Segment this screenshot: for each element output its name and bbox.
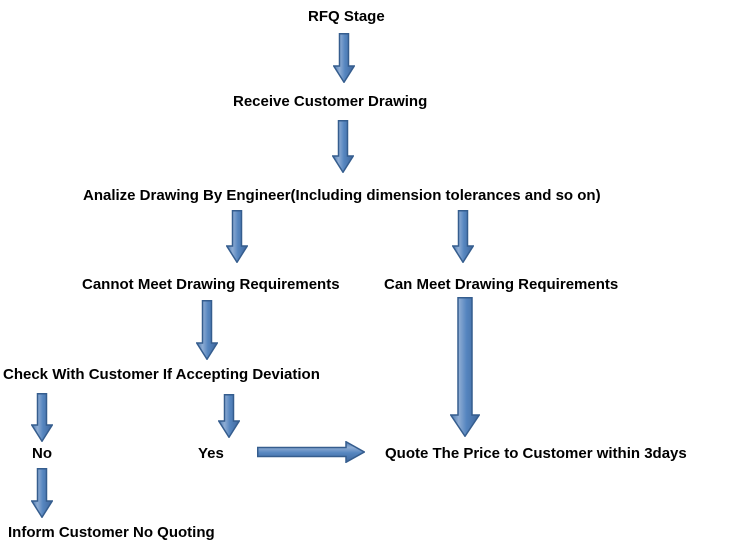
node-cannot-meet-requirements: Cannot Meet Drawing Requirements xyxy=(82,276,340,293)
connector-can-meet-to-quote xyxy=(450,297,480,437)
node-quote-price-within-3days: Quote The Price to Customer within 3days xyxy=(385,445,687,462)
connector-analyze-to-can-meet xyxy=(452,210,474,263)
connector-receive-to-analyze xyxy=(332,120,354,173)
down-arrow-icon xyxy=(452,210,474,263)
down-arrow-icon xyxy=(450,297,480,437)
connector-analyze-to-cannot-meet xyxy=(226,210,248,263)
down-arrow-icon xyxy=(333,33,355,83)
node-rfq-stage: RFQ Stage xyxy=(308,8,385,25)
node-inform-customer-no-quoting: Inform Customer No Quoting xyxy=(8,524,215,541)
connector-yes-to-quote xyxy=(257,441,365,463)
connector-cannot-meet-to-check xyxy=(196,300,218,360)
node-no: No xyxy=(32,445,52,462)
connector-no-to-inform xyxy=(31,468,53,518)
down-arrow-icon xyxy=(332,120,354,173)
node-receive-customer-drawing: Receive Customer Drawing xyxy=(233,93,428,110)
down-arrow-icon xyxy=(218,394,240,438)
down-arrow-icon xyxy=(31,468,53,518)
right-arrow-icon xyxy=(257,441,365,463)
down-arrow-icon xyxy=(31,393,53,442)
connector-check-to-yes xyxy=(218,394,240,438)
node-can-meet-requirements: Can Meet Drawing Requirements xyxy=(384,276,619,293)
connector-rfq-to-receive xyxy=(333,33,355,83)
node-analyze-drawing-by-engineer: Analize Drawing By Engineer(Including di… xyxy=(83,187,601,204)
down-arrow-icon xyxy=(196,300,218,360)
node-check-with-customer-deviation: Check With Customer If Accepting Deviati… xyxy=(3,366,320,383)
down-arrow-icon xyxy=(226,210,248,263)
connector-check-to-no xyxy=(31,393,53,442)
node-yes: Yes xyxy=(198,445,224,462)
